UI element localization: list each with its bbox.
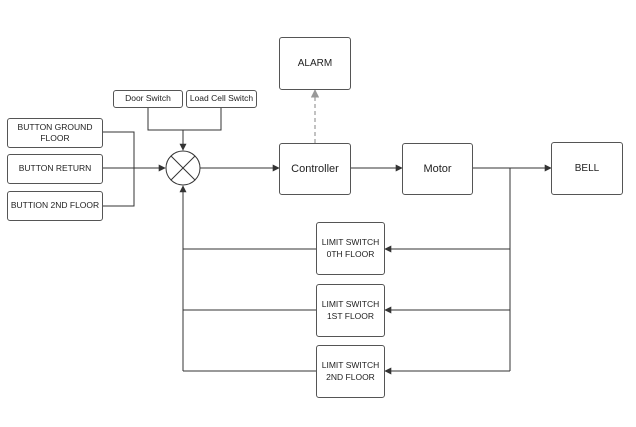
button-return-label: BUTTON RETURN bbox=[18, 163, 92, 174]
wire-door-switch bbox=[147, 108, 183, 131]
button-return-box: BUTTON RETURN bbox=[7, 154, 103, 184]
limit-switch-1st-label: LIMIT SWITCH 1ST FLOOR bbox=[321, 299, 380, 321]
limit-switch-0th-box: LIMIT SWITCH 0TH FLOOR bbox=[316, 222, 385, 275]
motor-label: Motor bbox=[423, 162, 452, 175]
load-cell-switch-box: Load Cell Switch bbox=[186, 90, 257, 108]
button-ground-floor-label: BUTTON GROUND FLOOR bbox=[17, 121, 93, 143]
controller-box: Controller bbox=[279, 143, 351, 195]
limit-switch-2nd-label: LIMIT SWITCH 2ND FLOOR bbox=[321, 360, 380, 382]
wire-button-ground bbox=[103, 131, 135, 168]
summing-junction-icon bbox=[165, 150, 201, 186]
button-2nd-floor-label: BUTTION 2ND FLOOR bbox=[10, 200, 100, 211]
button-ground-floor-box: BUTTON GROUND FLOOR bbox=[7, 118, 103, 148]
limit-switch-1st-box: LIMIT SWITCH 1ST FLOOR bbox=[316, 284, 385, 337]
alarm-box: ALARM bbox=[279, 37, 351, 90]
limit-switch-0th-label: LIMIT SWITCH 0TH FLOOR bbox=[321, 237, 380, 259]
bell-label: BELL bbox=[574, 163, 600, 174]
alarm-label: ALARM bbox=[297, 58, 333, 69]
load-cell-switch-label: Load Cell Switch bbox=[189, 93, 254, 104]
door-switch-box: Door Switch bbox=[113, 90, 183, 108]
bell-box: BELL bbox=[551, 142, 623, 195]
controller-label: Controller bbox=[291, 162, 339, 175]
door-switch-label: Door Switch bbox=[125, 93, 171, 104]
wire-load-cell bbox=[183, 108, 222, 131]
wire-button-2nd bbox=[103, 168, 135, 207]
motor-box: Motor bbox=[402, 143, 473, 195]
button-2nd-floor-box: BUTTION 2ND FLOOR bbox=[7, 191, 103, 221]
limit-switch-2nd-box: LIMIT SWITCH 2ND FLOOR bbox=[316, 345, 385, 398]
